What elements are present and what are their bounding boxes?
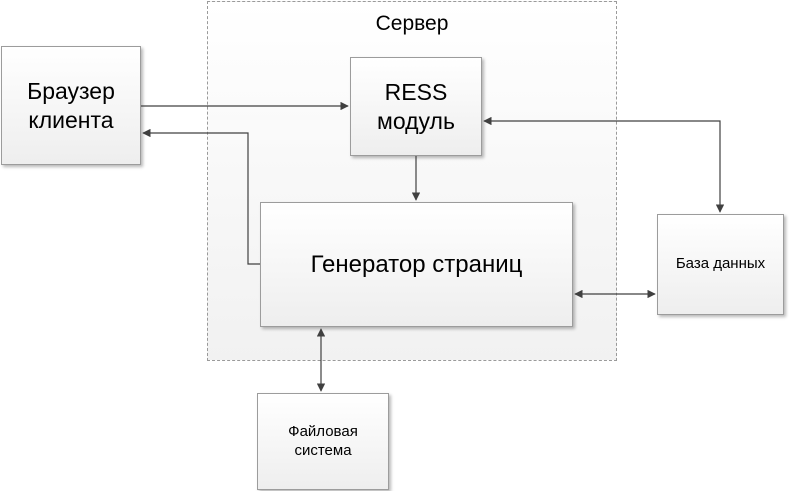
database-label: База данных <box>675 255 766 273</box>
ress-module-label: RESS модуль <box>377 78 455 134</box>
page-generator-node: Генератор страниц <box>260 202 573 327</box>
client-browser-node: Браузер клиента <box>1 46 141 165</box>
filesystem-node: Файловая система <box>257 393 389 490</box>
filesystem-label: Файловая система <box>288 422 358 459</box>
page-generator-label: Генератор страниц <box>310 250 523 278</box>
ress-module-node: RESS модуль <box>350 57 482 156</box>
database-node: База данных <box>657 214 784 315</box>
client-browser-label: Браузер клиента <box>27 77 115 133</box>
server-title: Сервер <box>375 12 449 35</box>
